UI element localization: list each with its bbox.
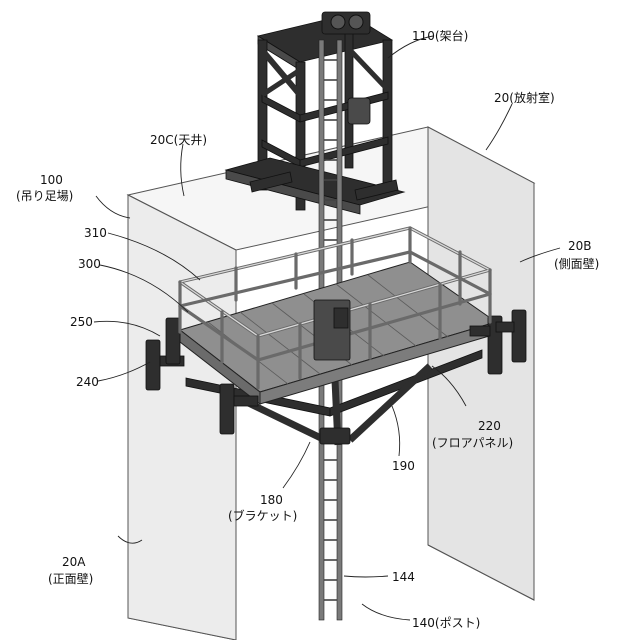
label-190: 190 [392,459,415,473]
label-144: 144 [392,570,415,584]
label-110: 110(架台) [412,28,468,43]
label-20a-name: (正面壁) [48,571,93,586]
label-140: 140(ポスト) [412,616,480,630]
label-20b: 20B [568,239,592,253]
label-20c: 20C(天井) [150,133,207,147]
label-250: 250 [70,315,93,329]
label-220: 220 [478,419,501,433]
side-wall [428,127,534,600]
label-180-name: (ブラケット) [228,508,297,523]
label-20: 20(放射室) [494,90,555,105]
label-180: 180 [260,493,283,507]
label-300: 300 [78,257,101,271]
label-100-name: (吊り足場) [16,189,73,203]
label-100: 100 [40,173,63,187]
inner-cage-300 [314,300,350,360]
label-20b-name: (側面壁) [554,256,599,271]
label-240: 240 [76,375,99,389]
label-20a: 20A [62,555,86,569]
label-220-name: (フロアパネル) [432,436,513,450]
label-310: 310 [84,226,107,240]
